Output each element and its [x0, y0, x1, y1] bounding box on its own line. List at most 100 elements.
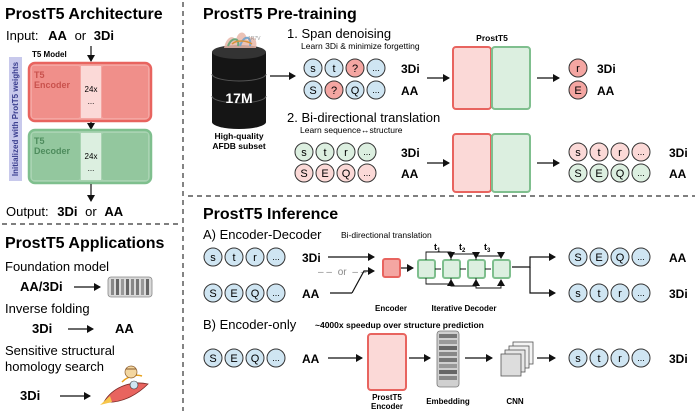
- iterative-decoder: t1 t2 t3: [417, 242, 511, 289]
- token: t: [597, 147, 600, 159]
- tag-aa: AA: [302, 287, 320, 301]
- token: Q: [616, 252, 625, 264]
- decoder-repeat: 24x: [85, 152, 98, 161]
- inference-b-input-aa: S E Q ... AA: [203, 348, 320, 368]
- inference-panel: ProstT5 Inference A) Encoder-Decoder Bi-…: [203, 206, 688, 411]
- database-label-2: AFDB subset: [212, 141, 266, 151]
- inference-encoder-block: [382, 258, 401, 278]
- input-label: Input:: [6, 28, 39, 43]
- tag-aa: AA: [669, 167, 687, 181]
- token: Q: [251, 353, 260, 365]
- token: s: [575, 288, 581, 300]
- bidirectional-translation-subtitle: Learn sequence↔structure: [300, 125, 403, 135]
- token: E: [230, 353, 237, 365]
- token: ...: [637, 353, 645, 363]
- decoder-to-output-top: [512, 253, 556, 268]
- token: S: [574, 252, 581, 264]
- token: t: [332, 63, 335, 75]
- pretraining-title: ProstT5 Pre-training: [203, 6, 357, 23]
- decoder-step: [467, 259, 486, 279]
- token: ...: [372, 63, 380, 73]
- homology-search-line-2: homology search: [5, 359, 104, 374]
- svg-text:1R7V: 1R7V: [248, 36, 261, 42]
- token: ...: [363, 168, 371, 178]
- time-step-label: t2: [459, 242, 466, 254]
- step2-aa-sequence: S E Q ... AA: [294, 163, 419, 183]
- inference-a-input-aa: S E Q ... AA: [203, 283, 320, 303]
- token: ...: [637, 252, 645, 262]
- token: t: [323, 147, 326, 159]
- token: ?: [352, 63, 358, 75]
- encoder-only-title: B) Encoder-only: [203, 317, 297, 332]
- t5-encoder-middle: [81, 66, 101, 118]
- inference-b-output-3di: s t r ... 3Di: [568, 348, 688, 368]
- encoder-repeat: 24x: [85, 85, 98, 94]
- decoder-label-line-1: T5: [34, 136, 45, 146]
- token: t: [597, 288, 600, 300]
- inference-a-output-3di: s t r ... 3Di: [568, 283, 688, 303]
- token: S: [574, 168, 581, 180]
- token: E: [574, 85, 581, 97]
- tag-aa: AA: [597, 84, 615, 98]
- output-or: or: [85, 204, 97, 219]
- token: Q: [251, 288, 260, 300]
- token: ...: [637, 168, 645, 178]
- or-separator: – – or – –: [318, 267, 367, 278]
- prostt5-encoder-block: [367, 333, 407, 391]
- span-denoising-title: 1. Span denoising: [287, 26, 391, 41]
- database-count: 17M: [225, 90, 252, 106]
- token: t: [232, 252, 235, 264]
- prostt5-encoder-label-1: ProstT5: [372, 393, 402, 402]
- masked-aa-sequence: S ? Q ... AA: [303, 80, 419, 100]
- prott5-weights-band: [9, 57, 22, 181]
- input-3di: 3Di: [94, 28, 114, 43]
- decoder-to-output-bottom: [529, 267, 556, 297]
- t5-decoder-label: T5 Decoder: [34, 136, 71, 156]
- database-label-1: High-quality: [214, 131, 263, 141]
- tag-3di: 3Di: [401, 62, 420, 76]
- step1-encoder-block: [452, 46, 492, 110]
- foundation-model-label: Foundation model: [5, 259, 109, 274]
- token: s: [301, 147, 307, 159]
- output-3di: 3Di: [57, 204, 77, 219]
- token: S: [209, 353, 216, 365]
- t5-decoder-middle: [81, 133, 101, 180]
- encoder-only-subtitle: ~4000x speedup over structure prediction: [315, 320, 484, 330]
- token: Q: [616, 168, 625, 180]
- token: s: [210, 252, 216, 264]
- token: r: [618, 353, 622, 365]
- decoder-step: [442, 259, 461, 279]
- foldseek-rocket-icon: [100, 365, 149, 405]
- token: S: [300, 168, 307, 180]
- step2-decoder-block: [491, 133, 531, 193]
- embedding-matrix-icon: [107, 276, 153, 298]
- step1-decoder-block: [491, 46, 531, 110]
- tag-aa: AA: [401, 84, 419, 98]
- encoder-dots: ...: [88, 97, 95, 106]
- token: ...: [637, 147, 645, 157]
- token: E: [230, 288, 237, 300]
- token: r: [618, 147, 622, 159]
- inverse-folding-label: Inverse folding: [5, 301, 90, 316]
- foundation-io-label: AA/3Di: [20, 279, 63, 294]
- token: E: [595, 168, 602, 180]
- homology-search-label: Sensitive structural homology search: [5, 343, 118, 374]
- tag-3di: 3Di: [597, 62, 616, 76]
- encoder-decoder-title: A) Encoder-Decoder: [203, 227, 322, 242]
- token: r: [253, 252, 257, 264]
- token: s: [310, 63, 316, 75]
- tag-3di: 3Di: [669, 146, 688, 160]
- inference-title: ProstT5 Inference: [203, 206, 338, 223]
- token: ?: [331, 85, 337, 97]
- token: t: [597, 353, 600, 365]
- embedding-label: Embedding: [426, 397, 470, 406]
- token: r: [576, 63, 580, 75]
- token: r: [344, 147, 348, 159]
- time-step-label: t3: [484, 242, 491, 254]
- masked-3di-sequence: s t ? ... 3Di: [303, 58, 420, 78]
- or-text: or: [338, 267, 348, 278]
- architecture-title: ProstT5 Architecture: [5, 6, 163, 23]
- or-dash-left: – –: [318, 267, 332, 278]
- token: ...: [272, 288, 280, 298]
- inference-a-input-3di: s t r ... 3Di: [203, 247, 321, 267]
